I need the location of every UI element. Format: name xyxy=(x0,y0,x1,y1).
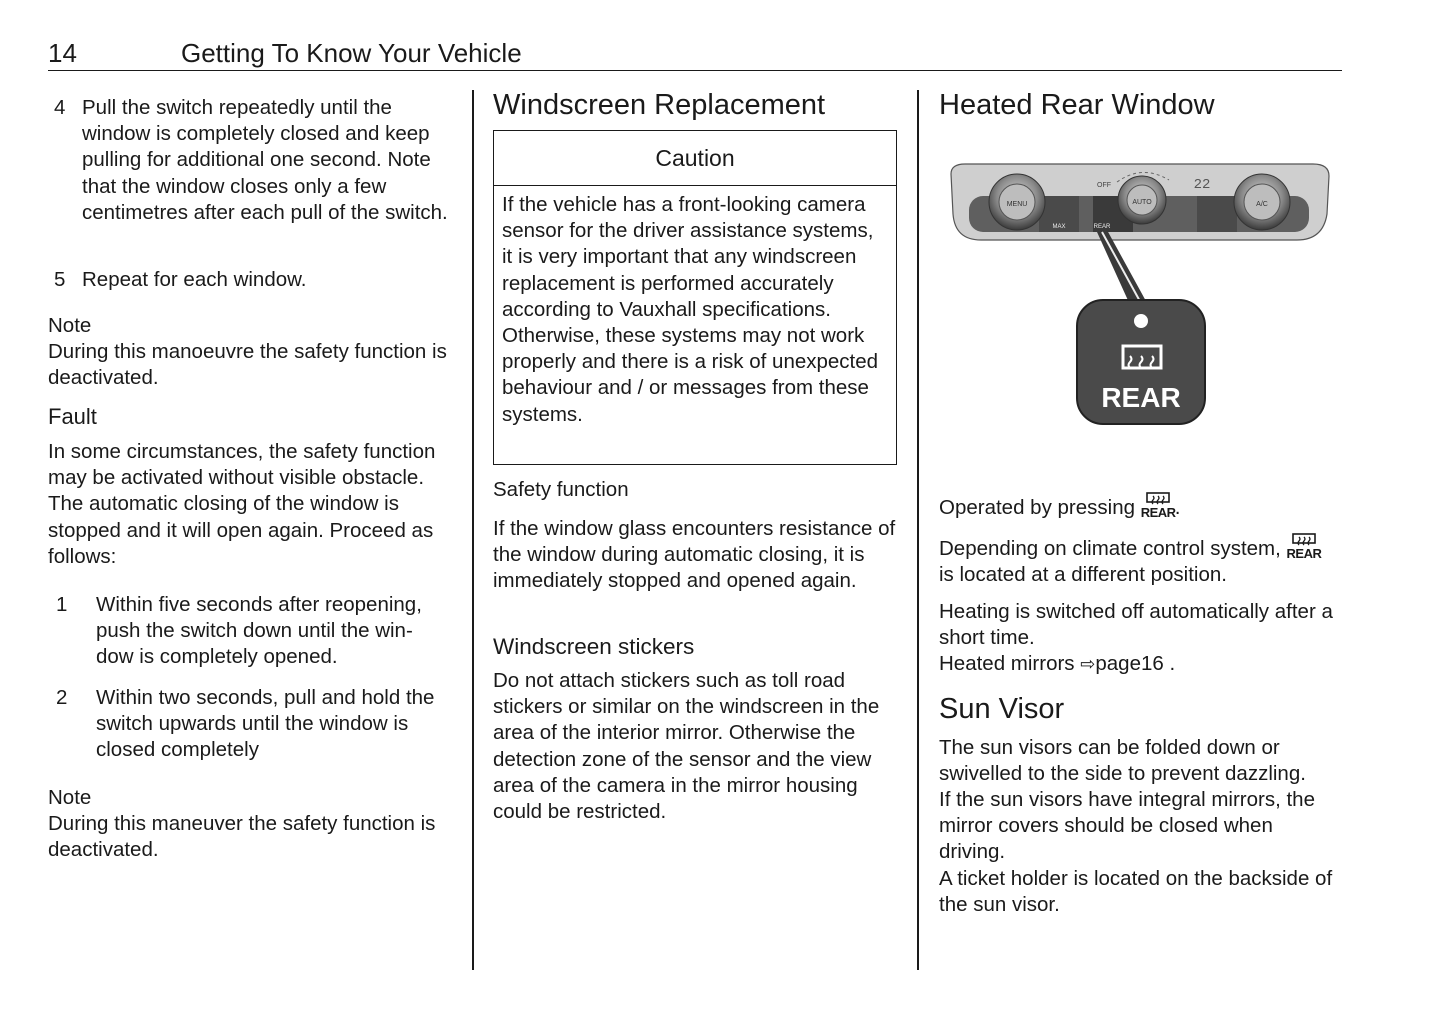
step-text: Pull the switch repeatedly until the win… xyxy=(82,96,448,224)
note-label: Note xyxy=(48,314,92,337)
note-block: Note During this manoeuvre the safety fu… xyxy=(48,313,448,392)
svg-text:AUTO: AUTO xyxy=(1132,199,1152,206)
step-number: 5 xyxy=(54,268,66,291)
column-divider xyxy=(917,90,919,970)
svg-text:22: 22 xyxy=(1194,177,1211,193)
page-link[interactable]: page16 . xyxy=(1095,652,1176,675)
column-divider xyxy=(472,90,474,970)
svg-text:MAX: MAX xyxy=(1052,224,1065,230)
svg-text:OFF: OFF xyxy=(1097,182,1111,189)
sunvisor-paragraph: The sun visors can be folded down or swi… xyxy=(939,736,1306,786)
note-text: During this manoeuvre the safety functio… xyxy=(48,340,447,390)
list-item: 4 Pull the switch repeatedly until the w… xyxy=(48,95,448,226)
svg-text:REAR: REAR xyxy=(1101,382,1180,413)
rear-window-heating-icon: REAR xyxy=(1141,492,1176,519)
section-heading: Heated Rear Window xyxy=(939,89,1215,121)
note-block: Note During this maneuver the safety fun… xyxy=(48,785,448,864)
depending-paragraph: Depending on climate control system, REA… xyxy=(939,533,1343,588)
section-heading: Fault xyxy=(48,404,97,429)
safety-paragraph: If the window glass encounters resistanc… xyxy=(493,517,896,593)
caution-box: Caution If the vehicle has a front-looki… xyxy=(493,130,897,465)
operated-paragraph: Operated by pressing REAR. xyxy=(939,492,1343,521)
section-heading: Windscreen Replacement xyxy=(493,89,826,121)
step-text: Within five seconds after reopening, pus… xyxy=(96,593,422,669)
climate-panel-illustration: MENU OFF AUTO A/C MAX REAR 22 REAR xyxy=(950,163,1330,425)
fault-paragraph: In some circumstances, the safety functi… xyxy=(48,440,436,568)
stickers-paragraph: Do not attach stickers such as toll road… xyxy=(493,669,880,824)
svg-text:MENU: MENU xyxy=(1007,201,1028,208)
list-item: 1 Within five seconds after reopening, p… xyxy=(48,592,448,671)
section-heading: Sun Visor xyxy=(939,693,1065,725)
caution-title: Caution xyxy=(494,131,896,186)
subheading: Safety function xyxy=(493,478,629,501)
svg-text:REAR: REAR xyxy=(1094,224,1111,230)
step-number: 4 xyxy=(54,96,66,119)
list-item: 5 Repeat for each window. xyxy=(48,267,448,293)
sunvisor-paragraph: A ticket holder is located on the backsi… xyxy=(939,867,1333,917)
mirrors-paragraph: Heated mirrors ⇨page16 . xyxy=(939,652,1176,675)
note-label: Note xyxy=(48,786,92,809)
heating-paragraph: Heating is switched off automatically af… xyxy=(939,600,1333,650)
rear-window-heating-icon: REAR xyxy=(1287,533,1322,560)
step-text: Within two seconds, pull and hold the sw… xyxy=(96,686,435,762)
sunvisor-paragraph: If the sun visors have integral mirrors,… xyxy=(939,788,1315,864)
arrow-right-icon: ⇨ xyxy=(1080,654,1096,674)
step-number: 1 xyxy=(56,593,68,616)
note-text: During this maneuver the safety function… xyxy=(48,812,436,862)
page-number: 14 xyxy=(48,38,77,68)
subheading: Windscreen stickers xyxy=(493,634,695,659)
step-text: Repeat for each window. xyxy=(82,268,307,291)
list-item: 2 Within two seconds, pull and hold the … xyxy=(48,685,448,764)
page-header: 14 Getting To Know Your Vehicle xyxy=(48,36,1342,71)
step-number: 2 xyxy=(56,686,68,709)
svg-text:A/C: A/C xyxy=(1256,201,1268,208)
caution-text: If the vehicle has a front-looking camer… xyxy=(502,193,879,426)
running-title: Getting To Know Your Vehicle xyxy=(181,38,522,68)
